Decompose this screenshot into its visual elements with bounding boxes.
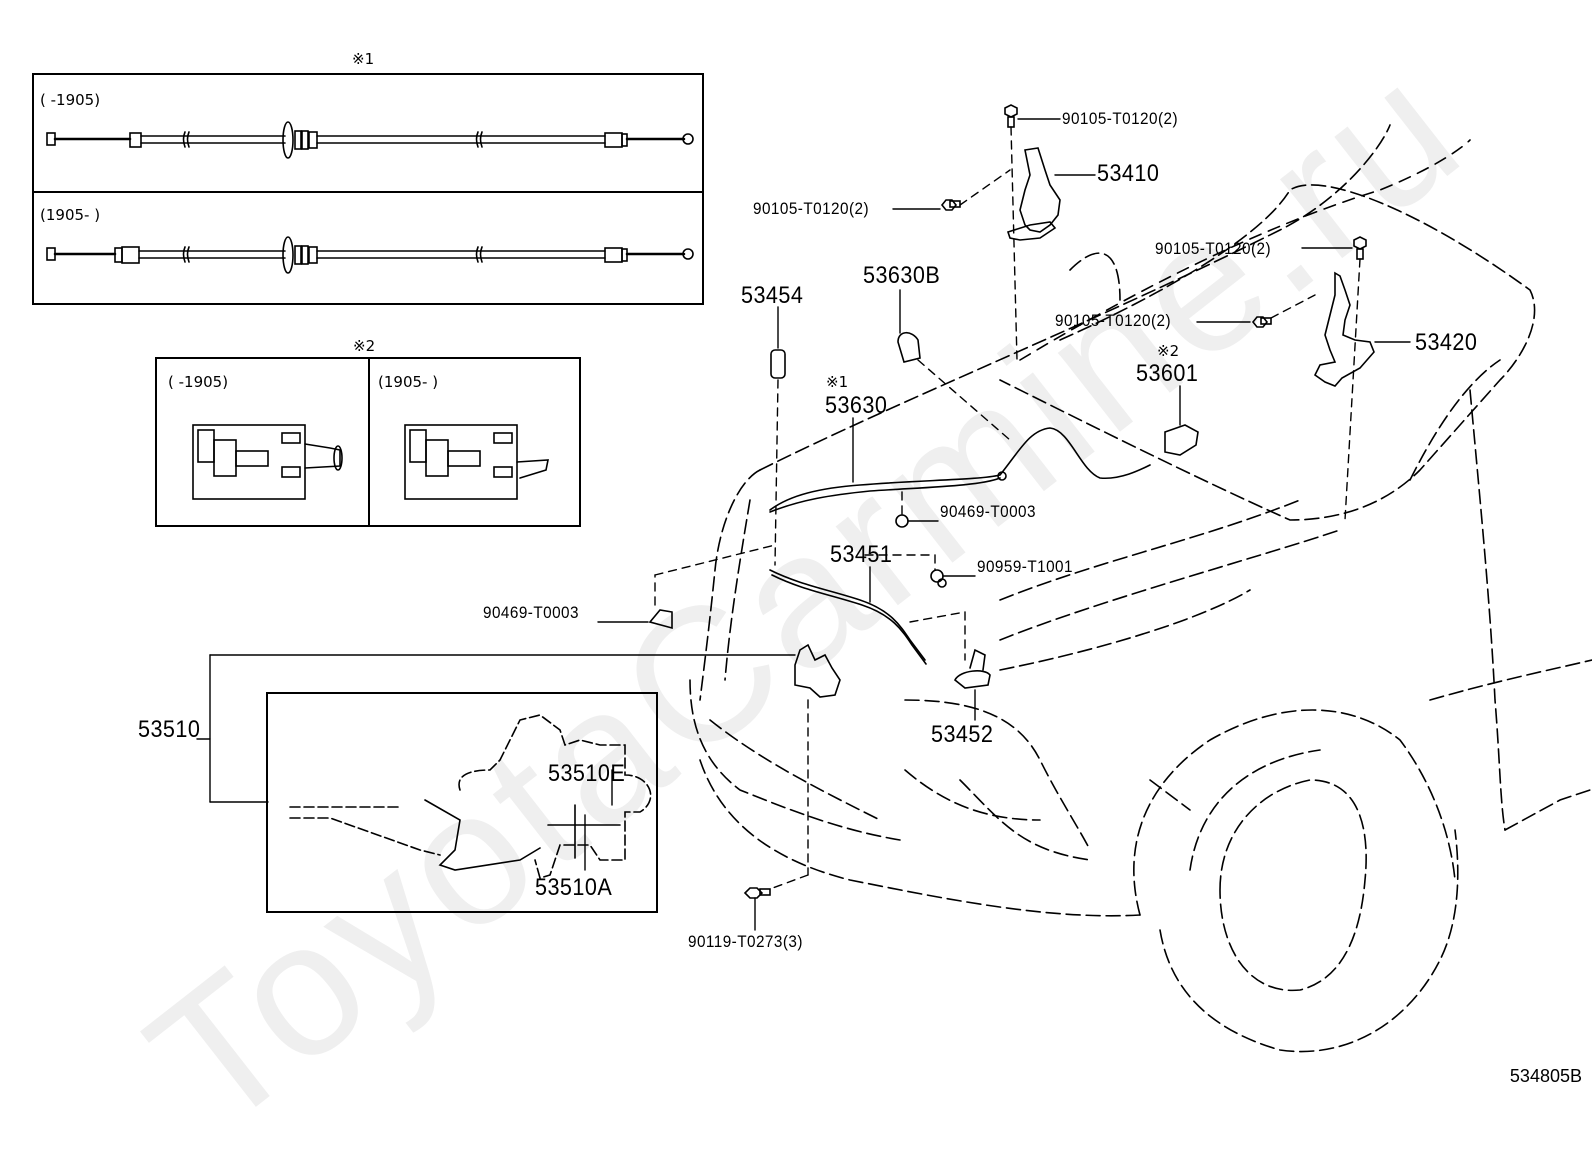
clip-part-support bbox=[930, 569, 947, 588]
part-label-support-rod[interactable]: 53451 bbox=[830, 541, 893, 568]
hood-hinge-left bbox=[1006, 147, 1061, 241]
hood-switch-variant-1 bbox=[192, 424, 343, 500]
rod-holder-part bbox=[953, 648, 991, 689]
switch-inset-drawings bbox=[192, 357, 549, 527]
release-cable-variant-2 bbox=[46, 236, 694, 274]
cable-inset-drawings bbox=[32, 121, 704, 274]
part-label-release-cable[interactable]: 53630 bbox=[825, 392, 888, 419]
part-label-bolt-lock[interactable]: 90119-T0273(3) bbox=[688, 932, 803, 951]
release-cable-variant-1 bbox=[46, 121, 694, 159]
part-label-clip-left[interactable]: 90469-T0003 bbox=[483, 603, 579, 622]
part-label-bolt-hinge-right-top[interactable]: 90105-T0120(2) bbox=[1155, 239, 1272, 258]
switch-inset-marker: ※2 bbox=[353, 337, 376, 355]
diagram-canvas bbox=[32, 104, 1592, 1053]
part-note-release-cable: ※1 bbox=[826, 373, 849, 391]
part-label-hinge-left[interactable]: 53410 bbox=[1097, 160, 1160, 187]
switch-variant-2-period: (1905- ) bbox=[378, 373, 439, 391]
part-label-rod-holder[interactable]: 53452 bbox=[931, 721, 994, 748]
part-label-cable-clamp-b[interactable]: 53630B bbox=[863, 262, 941, 289]
hood-cushion-part bbox=[770, 349, 786, 379]
cable-variant-2-period: (1905- ) bbox=[40, 206, 101, 224]
switch-variants-inset bbox=[155, 357, 581, 527]
cable-variant-1-period: ( -1905) bbox=[40, 91, 101, 109]
part-label-lock-sub-a[interactable]: 53510A bbox=[535, 874, 613, 901]
part-label-clip-support[interactable]: 90959-T1001 bbox=[977, 557, 1073, 576]
part-label-clip-cable[interactable]: 90469-T0003 bbox=[940, 502, 1036, 521]
part-label-hinge-right[interactable]: 53420 bbox=[1415, 329, 1478, 356]
hood-lock-detail-drawing bbox=[289, 714, 652, 880]
part-label-bolt-hinge-right-side[interactable]: 90105-T0120(2) bbox=[1055, 311, 1172, 330]
release-cable-routed bbox=[769, 427, 1151, 513]
bolt-lock-part bbox=[743, 887, 771, 899]
part-label-hood-cushion[interactable]: 53454 bbox=[741, 282, 804, 309]
switch-variant-1-period: ( -1905) bbox=[168, 373, 229, 391]
support-rod-part bbox=[769, 569, 927, 665]
clip-part-right bbox=[895, 514, 909, 528]
vehicle-outline bbox=[689, 124, 1592, 1053]
cable-clamp-part bbox=[897, 331, 921, 363]
hood-lock-part bbox=[794, 643, 841, 698]
hood-switch-part bbox=[1164, 424, 1199, 456]
part-label-hood-switch[interactable]: 53601 bbox=[1136, 360, 1199, 387]
cable-variants-inset bbox=[32, 73, 704, 305]
hood-switch-variant-2 bbox=[404, 424, 549, 500]
figure-code: 534805B bbox=[1509, 1066, 1582, 1086]
leader-lines bbox=[196, 118, 1411, 931]
clip-part-left bbox=[648, 609, 673, 630]
hood-lock-detail-inset bbox=[266, 692, 658, 913]
part-label-lock-sub-e[interactable]: 53510E bbox=[548, 760, 626, 787]
part-label-bolt-hinge-left-side[interactable]: 90105-T0120(2) bbox=[753, 199, 870, 218]
cable-inset-marker: ※1 bbox=[352, 50, 375, 68]
assembly-lines bbox=[654, 126, 1361, 890]
part-label-hood-lock[interactable]: 53510 bbox=[138, 716, 201, 743]
part-note-hood-switch: ※2 bbox=[1157, 342, 1180, 360]
hood-hinge-right bbox=[1313, 271, 1375, 387]
part-label-bolt-hinge-left-top[interactable]: 90105-T0120(2) bbox=[1062, 109, 1179, 128]
bolt-icons-left-hinge bbox=[940, 104, 1018, 211]
